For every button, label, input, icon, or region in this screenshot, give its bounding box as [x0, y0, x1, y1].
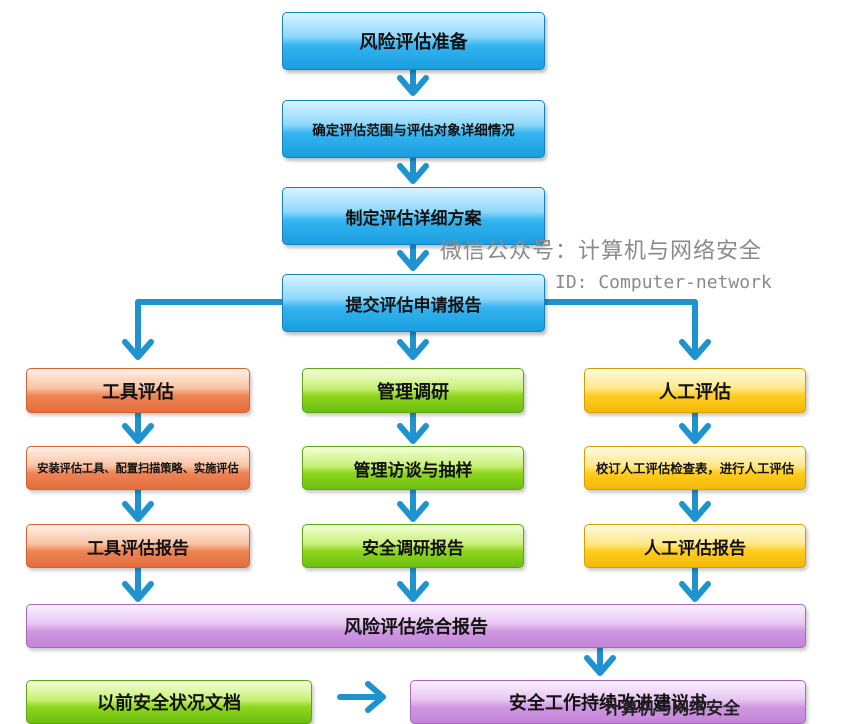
arrowhead — [397, 339, 429, 360]
step-submit-application: 提交评估申请报告 — [282, 274, 545, 332]
management-research-header: 管理调研 — [302, 368, 524, 413]
manual-assessment-report: 人工评估报告 — [584, 524, 806, 568]
branch-right-line — [542, 299, 698, 355]
risk-assessment-summary-report: 风险评估综合报告 — [26, 604, 806, 648]
previous-security-status-docs: 以前安全状况文档 — [26, 680, 312, 724]
arrowhead — [397, 75, 429, 96]
tool-assessment-header: 工具评估 — [26, 368, 250, 413]
arrowhead — [397, 501, 429, 522]
security-research-report: 安全调研报告 — [302, 524, 524, 568]
watermark-id: ID: Computer-network — [555, 272, 772, 293]
watermark-wechat-account: 微信公众号：计算机与网络安全 — [440, 239, 763, 264]
arrowhead — [397, 163, 429, 184]
arrowhead — [122, 501, 154, 522]
arrowhead — [122, 339, 154, 360]
arrowhead — [397, 250, 429, 271]
manual-assessment-activity: 校订人工评估检查表，进行人工评估 — [584, 446, 806, 490]
step-risk-assessment-preparation: 风险评估准备 — [282, 12, 545, 70]
arrowhead — [584, 655, 616, 676]
arrowhead — [679, 339, 711, 360]
arrowhead — [679, 423, 711, 444]
watermark-bottom: 计算机与网络安全 — [604, 699, 740, 719]
arrowhead — [365, 681, 386, 713]
arrowhead — [679, 501, 711, 522]
tool-assessment-activity: 安装评估工具、配置扫描策略、实施评估 — [26, 446, 250, 490]
manual-assessment-header: 人工评估 — [584, 368, 806, 413]
step-detailed-plan: 制定评估详细方案 — [282, 187, 545, 245]
arrowhead — [679, 581, 711, 602]
tool-assessment-report: 工具评估报告 — [26, 524, 250, 568]
arrowhead — [122, 423, 154, 444]
branch-left-line — [135, 299, 285, 355]
step-determine-scope: 确定评估范围与评估对象详细情况 — [282, 100, 545, 158]
arrowhead — [397, 581, 429, 602]
arrowhead — [122, 581, 154, 602]
management-interview-sampling: 管理访谈与抽样 — [302, 446, 524, 490]
arrowhead — [397, 423, 429, 444]
